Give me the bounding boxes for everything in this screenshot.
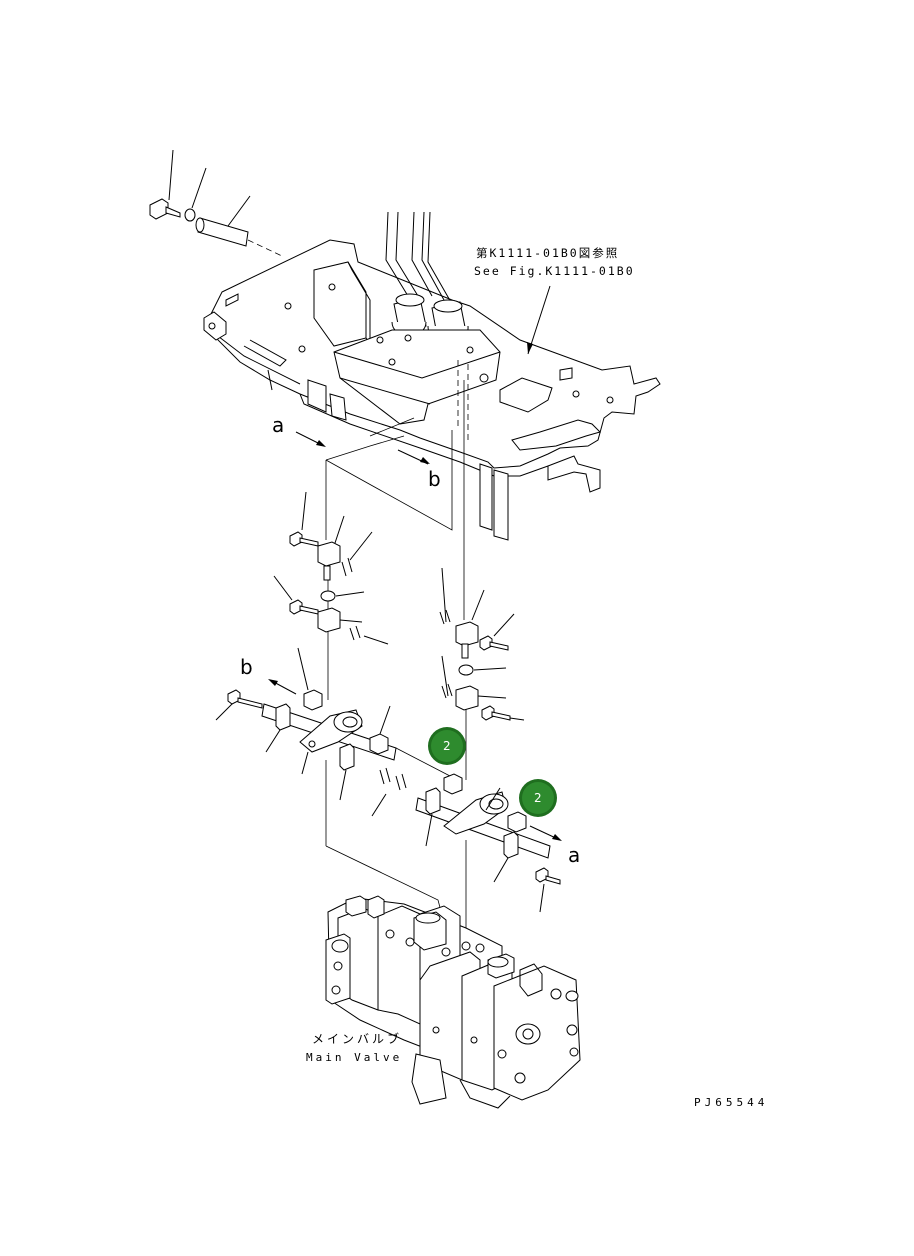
alignment-lines: [325, 380, 467, 931]
callout-2b-fill: [522, 782, 554, 814]
direction-markers: a b b a: [240, 413, 580, 867]
callout-2a-fill: [431, 730, 463, 762]
left-linkage: [273, 491, 389, 711]
main-valve: [325, 895, 581, 1109]
drawing-code: PJ65544: [694, 1096, 768, 1109]
reference-callout: 第K1111-01B0図参照 See Fig.K1111-01B0: [474, 246, 635, 355]
right-linkage: [439, 567, 525, 721]
part-callout-2a[interactable]: 2: [428, 727, 466, 765]
main-valve-label-en: Main Valve: [306, 1051, 402, 1064]
letter-b-mid: b: [240, 655, 253, 679]
lever-shafts: [215, 689, 561, 913]
part-callout-2b[interactable]: 2: [519, 779, 557, 817]
letter-a-bottom: a: [568, 843, 580, 867]
ppc-valves: [333, 211, 501, 440]
reference-label-en: See Fig.K1111-01B0: [474, 264, 635, 278]
main-valve-label-jp: メインバルブ: [312, 1031, 402, 1046]
callout-2b-label: 2: [534, 791, 542, 805]
letter-b-top: b: [428, 467, 441, 491]
letter-a-top: a: [272, 413, 284, 437]
top-fasteners: [149, 149, 283, 257]
callout-2a-label: 2: [443, 739, 451, 753]
reference-label-jp: 第K1111-01B0図参照: [476, 246, 619, 260]
